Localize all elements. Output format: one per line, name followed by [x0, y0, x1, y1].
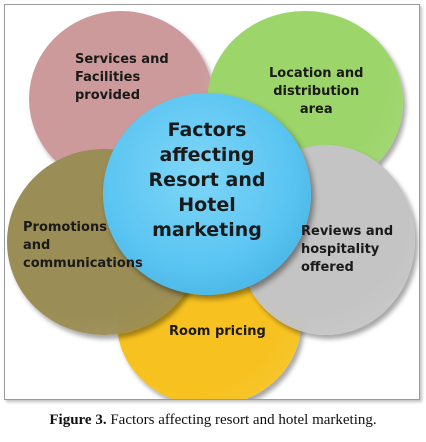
label-promotions-communications: Promotions and communications — [23, 220, 143, 271]
figure-frame: Services and Facilities provided Locatio… — [4, 4, 420, 400]
label-reviews-hospitality: Reviews and hospitality offered — [301, 224, 394, 275]
label-location-distribution: Location and distribution area — [269, 66, 364, 117]
figure-caption: Figure 3. Factors affecting resort and h… — [0, 412, 426, 429]
label-center: Factors affecting Resort and Hotel marke… — [148, 119, 266, 241]
caption-text: Factors affecting resort and hotel marke… — [110, 412, 377, 428]
label-services-facilities: Services and Facilities provided — [75, 52, 169, 103]
venn-diagram: Services and Facilities provided Locatio… — [5, 5, 419, 399]
circle-center — [103, 93, 311, 295]
label-room-pricing: Room pricing — [169, 324, 266, 339]
caption-prefix: Figure 3. — [49, 412, 107, 428]
